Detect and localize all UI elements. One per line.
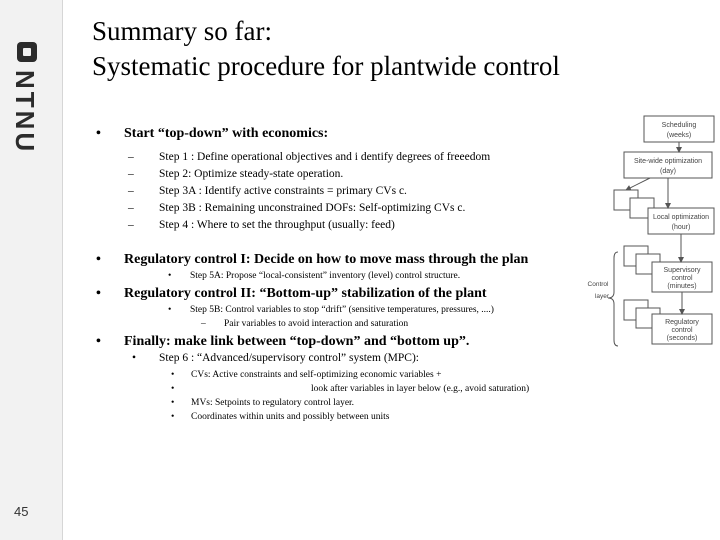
- bullet: •: [168, 271, 172, 281]
- dash: –: [128, 202, 134, 214]
- step-6-item: CVs: Active constraints and self-optimiz…: [191, 370, 442, 380]
- svg-text:Control: Control: [588, 281, 610, 288]
- local-optimization-stack: Local optimization (hour): [613, 189, 715, 235]
- sidebar: NTNU 45: [0, 0, 63, 540]
- bullet: •: [96, 334, 101, 349]
- bullet: •: [168, 305, 172, 315]
- dash: –: [128, 185, 134, 197]
- ntnu-logo-icon: [17, 42, 37, 62]
- step-1-text: Step 1 : Define operational objectives a…: [159, 151, 491, 163]
- svg-text:Supervisory: Supervisory: [664, 267, 701, 274]
- step-2-text: Step 2: Optimize steady-state operation.: [159, 168, 344, 180]
- section-heading-regulatory-2: Regulatory control II: “Bottom-up” stabi…: [124, 286, 487, 301]
- step-5b-text: Step 5B: Control variables to stop “drif…: [190, 305, 494, 315]
- step-3a-text: Step 3A : Identify active constraints = …: [159, 185, 407, 197]
- site-wide-optimization-box: Site-wide optimization (day): [623, 151, 713, 179]
- step-4-text: Step 4 : Where to set the throughput (us…: [159, 219, 395, 231]
- title-line-1: Summary so far:: [92, 16, 272, 46]
- bullet: •: [171, 384, 175, 394]
- dash: –: [201, 319, 206, 329]
- step-6-item: MVs: Setpoints to regulatory control lay…: [191, 398, 355, 408]
- svg-text:(day): (day): [660, 168, 676, 175]
- svg-text:layer: layer: [595, 293, 610, 300]
- section-heading-link: Finally: make link between “top-down” an…: [124, 334, 470, 349]
- svg-text:(weeks): (weeks): [667, 132, 692, 139]
- step-5a-text: Step 5A: Propose “local-consistent” inve…: [190, 271, 461, 281]
- step-5b-subitem: Pair variables to avoid interaction and …: [224, 319, 409, 329]
- scheduling-box: Scheduling (weeks): [643, 115, 715, 143]
- dash: –: [128, 219, 134, 231]
- bullet: •: [171, 398, 175, 408]
- page-number: 45: [14, 504, 29, 519]
- section-heading-regulatory-1: Regulatory control I: Decide on how to m…: [124, 252, 529, 267]
- bullet: •: [171, 370, 175, 380]
- bullet: •: [132, 352, 137, 364]
- svg-text:(hour): (hour): [672, 224, 691, 231]
- dash: –: [128, 151, 134, 163]
- svg-text:Local optimization: Local optimization: [653, 214, 709, 221]
- regulatory-control-stack: Regulatory control (seconds): [623, 299, 713, 345]
- control-layer-brace: Control layer: [588, 251, 619, 347]
- step-6-item: look after variables in layer below (e.g…: [311, 384, 530, 394]
- logo-text: NTNU: [10, 70, 40, 155]
- dash: –: [128, 168, 134, 180]
- hierarchy-arrows: [625, 142, 685, 315]
- svg-text:(seconds): (seconds): [667, 335, 698, 342]
- svg-text:Regulatory: Regulatory: [665, 319, 699, 326]
- section-heading-economics: Start “top-down” with economics:: [124, 126, 329, 141]
- svg-text:control: control: [671, 275, 692, 282]
- supervisory-control-stack: Supervisory control (minutes): [623, 245, 713, 293]
- slide-title: Summary so far: Systematic procedure for…: [92, 14, 560, 84]
- bullet: •: [96, 126, 101, 141]
- bullet: •: [171, 412, 175, 422]
- bullet: •: [96, 252, 101, 267]
- bullet: •: [96, 286, 101, 301]
- svg-text:(minutes): (minutes): [667, 283, 696, 290]
- svg-text:Scheduling: Scheduling: [662, 122, 697, 129]
- step-3b-text: Step 3B : Remaining unconstrained DOFs: …: [159, 202, 466, 214]
- step-6-item: Coordinates within units and possibly be…: [191, 412, 390, 422]
- step-6-text: Step 6 : “Advanced/supervisory control” …: [159, 352, 419, 364]
- title-line-2: Systematic procedure for plantwide contr…: [92, 51, 560, 81]
- svg-text:Site-wide optimization: Site-wide optimization: [634, 158, 702, 165]
- svg-text:control: control: [671, 327, 692, 334]
